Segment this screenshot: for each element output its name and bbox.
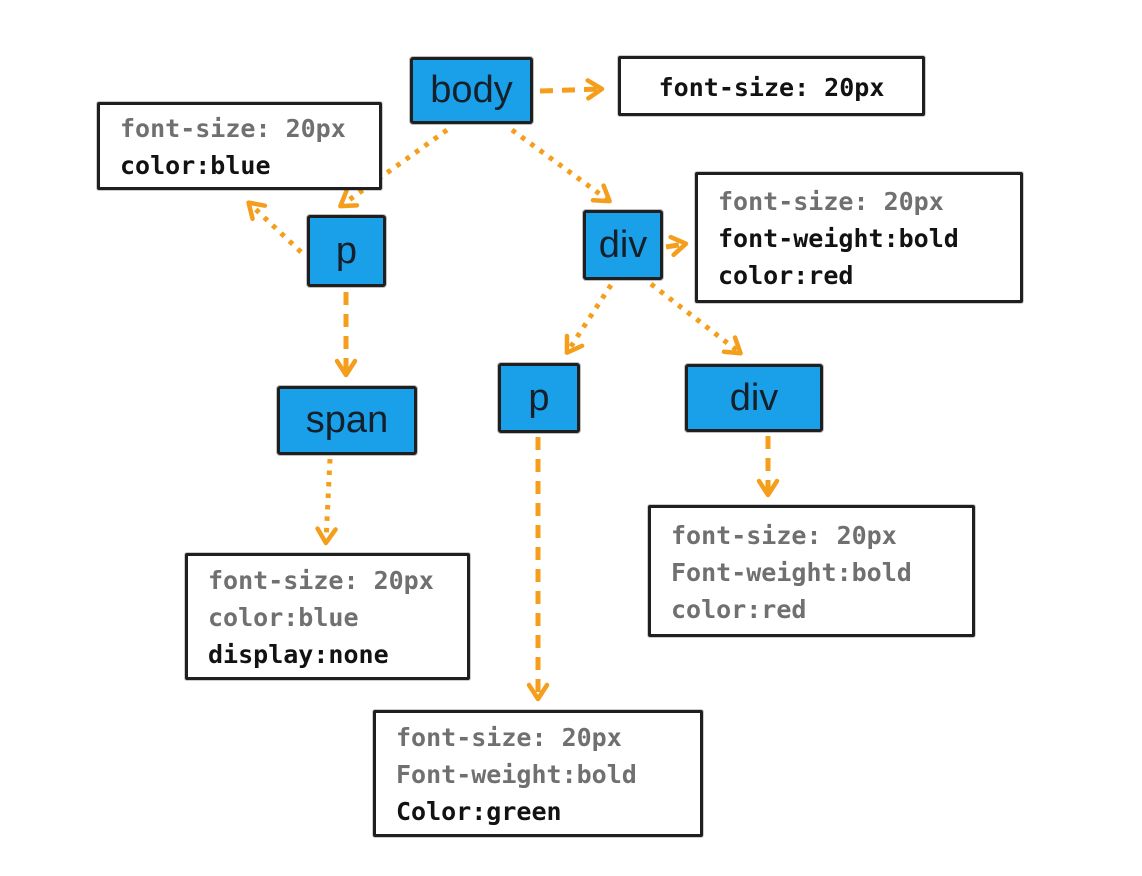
css-property-line: color:red bbox=[718, 261, 854, 290]
css-property-line: display:none bbox=[208, 640, 389, 669]
css-property-line: font-size: 20px bbox=[396, 723, 622, 752]
css-property-line: Font-weight:bold bbox=[396, 760, 637, 789]
dom-node-div: div bbox=[583, 210, 663, 280]
css-property-line: font-size: 20px bbox=[658, 72, 885, 102]
css-property-line: color:red bbox=[671, 594, 807, 624]
arrow-div-to-div-styles bbox=[665, 234, 689, 258]
stylebox-inner-div: font-size: 20px Font-weight:bold color:r… bbox=[648, 505, 975, 637]
dom-node-label: div bbox=[729, 376, 779, 419]
css-property-line: font-size: 20px bbox=[208, 566, 434, 595]
arrow-span-to-span-styles bbox=[315, 458, 338, 546]
dom-node-body: body bbox=[410, 57, 533, 124]
dom-node-label: span bbox=[305, 399, 389, 441]
dom-node-inner-div: div bbox=[685, 364, 823, 432]
css-property-line: font-size: 20px bbox=[120, 114, 346, 143]
dom-node-p: p bbox=[307, 215, 386, 287]
css-property-line: color:blue bbox=[208, 603, 359, 632]
stylebox-body: font-size: 20px bbox=[618, 56, 925, 116]
dom-node-span: span bbox=[277, 386, 417, 455]
css-property-line: font-size: 20px bbox=[671, 520, 897, 550]
stylebox-span: font-size: 20px color:blue display:none bbox=[185, 553, 470, 680]
stylebox-p: font-size: 20px color:blue bbox=[97, 102, 382, 190]
dom-node-label: div bbox=[598, 223, 648, 266]
css-property-line: font-size: 20px bbox=[718, 187, 944, 216]
css-property-line: Color:green bbox=[396, 797, 562, 826]
arrow-body-to-body-styles bbox=[539, 78, 605, 101]
dom-node-label: p bbox=[335, 229, 358, 272]
stylebox-div: font-size: 20px font-weight:bold color:r… bbox=[695, 172, 1023, 303]
arrow-p-to-p-styles bbox=[246, 200, 303, 254]
arrow-div-to-inner-p bbox=[564, 283, 614, 355]
css-property-line: font-weight:bold bbox=[718, 224, 959, 253]
dom-node-inner-p: p bbox=[498, 363, 580, 433]
arrow-body-to-div bbox=[510, 127, 612, 204]
dom-node-label: body bbox=[430, 69, 513, 111]
css-property-line: color:blue bbox=[120, 151, 271, 180]
stylebox-inner-p: font-size: 20px Font-weight:bold Color:g… bbox=[373, 710, 703, 837]
dom-node-label: p bbox=[528, 376, 550, 419]
css-property-line: Font-weight:bold bbox=[671, 557, 912, 587]
